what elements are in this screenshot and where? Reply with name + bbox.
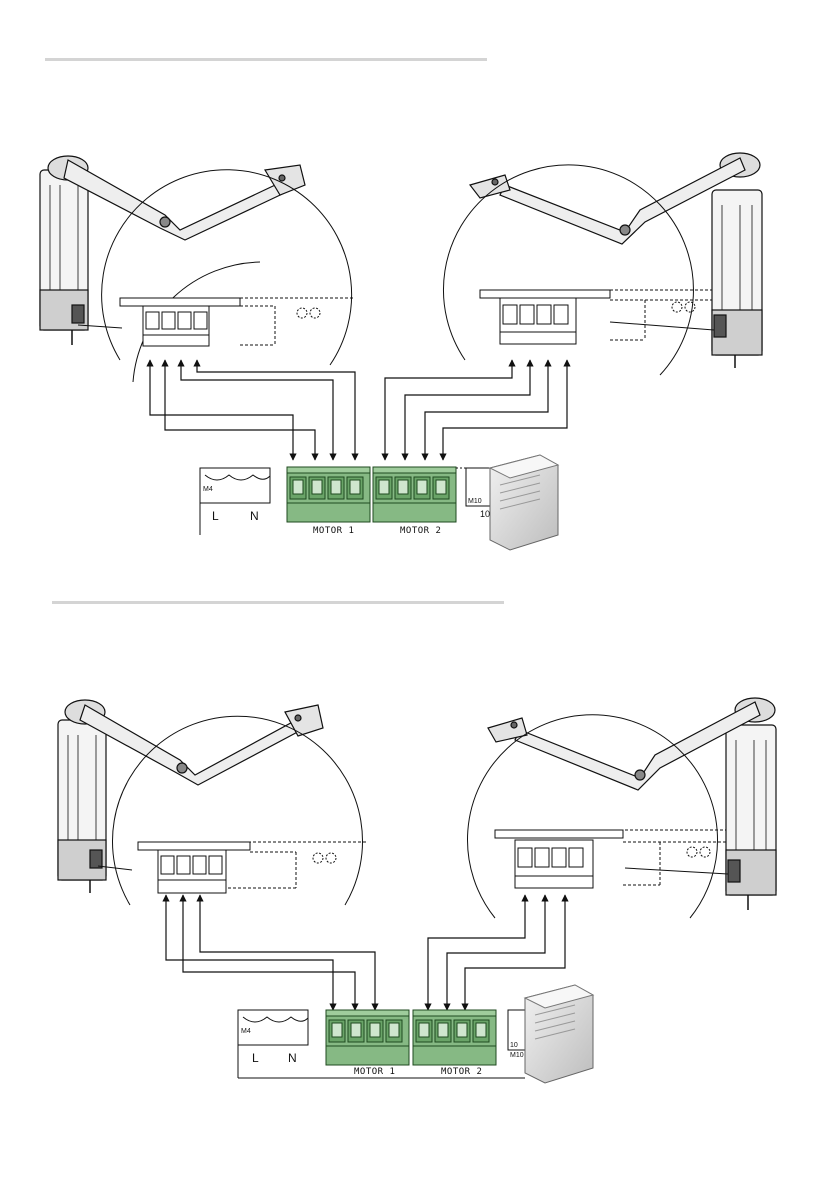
top-phase-label: L bbox=[212, 509, 219, 523]
top-motor1-label: MOTOR 1 bbox=[313, 526, 354, 536]
bottom-motor1-label: MOTOR 1 bbox=[354, 1067, 395, 1077]
top-board-right-code: M10 bbox=[468, 498, 482, 505]
bottom-phase-label: L bbox=[252, 1051, 259, 1065]
bottom-board-right-terminal: 10 bbox=[510, 1042, 518, 1049]
bottom-board-right-code: M10 bbox=[510, 1052, 524, 1059]
bottom-neutral-label: N bbox=[288, 1051, 297, 1065]
bottom-motor-wires bbox=[166, 895, 565, 1010]
top-board-left-code: M4 bbox=[203, 486, 213, 493]
bottom-control-board: M4 L N MOTOR 1 MOTOR bbox=[238, 985, 593, 1083]
top-neutral-label: N bbox=[250, 509, 259, 523]
bottom-board-left-code: M4 bbox=[241, 1028, 251, 1035]
top-motor-wires bbox=[150, 360, 567, 460]
section-divider bbox=[45, 58, 487, 61]
bottom-wiring-diagram: M4 L N MOTOR 1 MOTOR bbox=[52, 601, 776, 1083]
bottom-control-box bbox=[525, 985, 593, 1083]
top-wiring-diagram: M4 L N MOTOR 1 MOTOR bbox=[40, 58, 762, 550]
bottom-motor2-label: MOTOR 2 bbox=[441, 1067, 482, 1077]
top-control-board: M4 L N MOTOR 1 MOTOR bbox=[200, 455, 558, 550]
top-motor2-label: MOTOR 2 bbox=[400, 526, 441, 536]
top-control-box bbox=[490, 455, 558, 550]
top-board-right-terminal: 10 bbox=[480, 509, 490, 519]
section-divider bbox=[52, 601, 504, 604]
